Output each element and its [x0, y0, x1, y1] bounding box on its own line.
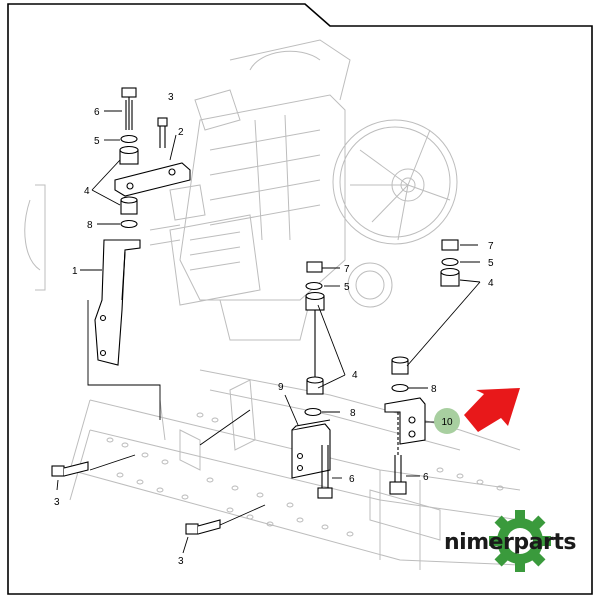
- left-mount-assembly: [94, 87, 191, 366]
- callout-1: 1: [72, 266, 78, 277]
- callout-5: 5: [344, 282, 350, 293]
- callout-6: 6: [94, 107, 100, 118]
- leader-lines: [56, 110, 481, 554]
- callout-8: 8: [431, 384, 437, 395]
- rail-holes: [106, 412, 504, 537]
- callout-4: 4: [84, 186, 90, 197]
- callout-2: 2: [178, 127, 184, 138]
- diagram-frame: [7, 3, 593, 595]
- callout-3: 3: [54, 497, 60, 508]
- red-arrow-icon: [464, 388, 520, 432]
- callout-3: 3: [178, 556, 184, 567]
- callout-4: 4: [488, 278, 494, 289]
- callout-8: 8: [350, 408, 356, 419]
- callout-5: 5: [94, 136, 100, 147]
- callout-7: 7: [488, 241, 494, 252]
- engine-outline: [24, 39, 458, 341]
- callout-6: 6: [423, 472, 429, 483]
- callout-8: 8: [87, 220, 93, 231]
- callout-6: 6: [349, 474, 355, 485]
- loose-bolts: [51, 461, 221, 535]
- callout-3: 3: [168, 92, 174, 103]
- callout-labels: 6 3 5 2 4 8 1 7 5 4 7 5 4 9 8 8 6 6 3 3: [54, 92, 494, 567]
- callout-10: 10: [441, 417, 453, 428]
- chassis-rail: [69, 369, 521, 570]
- callout-4: 4: [352, 370, 358, 381]
- center-mount-assembly: [291, 261, 333, 499]
- highlight-badge: [434, 408, 460, 434]
- callout-5: 5: [488, 258, 494, 269]
- callout-7: 7: [344, 264, 350, 275]
- watermark-text: nimerparts: [444, 530, 576, 555]
- right-mount-assembly: [384, 239, 460, 495]
- gear-logo-icon: [489, 510, 551, 572]
- callout-9: 9: [278, 382, 284, 393]
